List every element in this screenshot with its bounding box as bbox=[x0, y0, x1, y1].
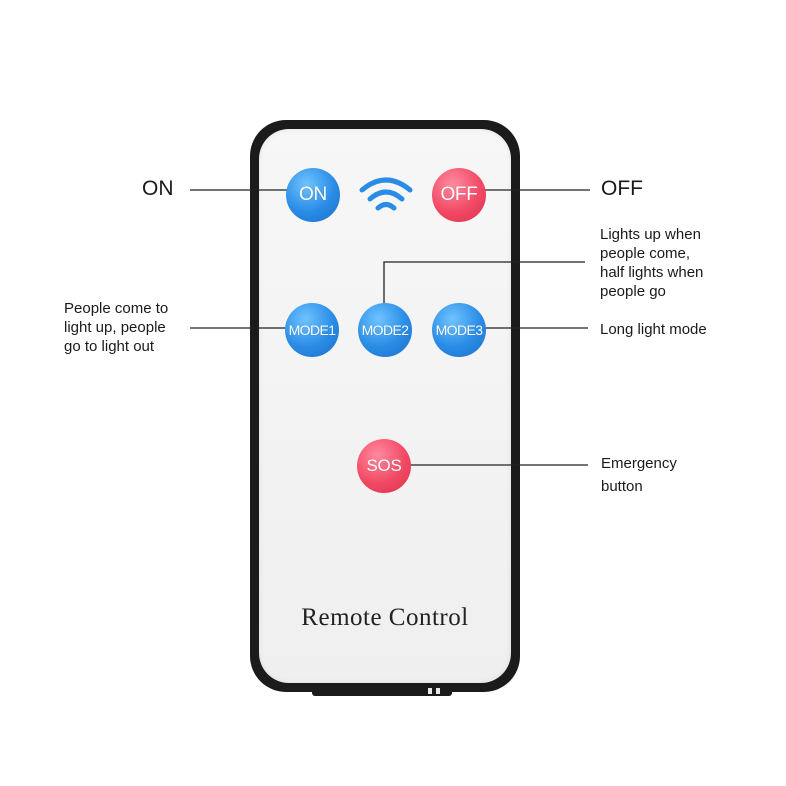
annotation-mode2-line: Lights up when bbox=[600, 226, 701, 243]
annotation-mode1-line: People come to bbox=[64, 300, 169, 317]
mode3-button[interactable]: MODE3 bbox=[432, 303, 486, 357]
mode1-button[interactable]: MODE1 bbox=[285, 303, 339, 357]
annotation-mode3: Long light mode bbox=[600, 321, 707, 338]
mode1-button-label: MODE1 bbox=[288, 322, 336, 338]
mode2-button-label: MODE2 bbox=[361, 322, 409, 338]
mode2-button[interactable]: MODE2 bbox=[358, 303, 412, 357]
on-button-label: ON bbox=[299, 184, 327, 205]
sos-button[interactable]: SOS bbox=[357, 439, 411, 493]
remote-title: Remote Control bbox=[301, 604, 469, 631]
annotation-mode2-line: half lights when bbox=[600, 264, 704, 281]
annotation-sos: Emergency button bbox=[601, 452, 677, 498]
annotation-on: ON bbox=[142, 177, 174, 200]
annotation-mode1-line: go to light out bbox=[64, 338, 155, 355]
remote-bottom-tab bbox=[312, 686, 452, 696]
annotation-mode1: People come to light up, people go to li… bbox=[64, 299, 168, 356]
annotation-mode2-line: people go bbox=[600, 283, 666, 300]
on-button[interactable]: ON bbox=[286, 168, 340, 222]
wifi-icon bbox=[359, 177, 413, 211]
off-button-label: OFF bbox=[440, 184, 478, 205]
annotation-mode1-line: light up, people bbox=[64, 319, 166, 336]
off-button[interactable]: OFF bbox=[432, 168, 486, 222]
annotation-off: OFF bbox=[601, 177, 643, 200]
annotation-mode2: Lights up when people come, half lights … bbox=[600, 225, 703, 301]
annotation-sos-line: Emergency bbox=[601, 455, 677, 472]
annotation-sos-line: button bbox=[601, 478, 643, 495]
tab-notch bbox=[436, 688, 440, 694]
annotation-mode2-line: people come, bbox=[600, 245, 691, 262]
mode3-button-label: MODE3 bbox=[435, 322, 483, 338]
tab-notch bbox=[428, 688, 432, 694]
sos-button-label: SOS bbox=[366, 456, 402, 475]
remote-face bbox=[259, 129, 511, 683]
